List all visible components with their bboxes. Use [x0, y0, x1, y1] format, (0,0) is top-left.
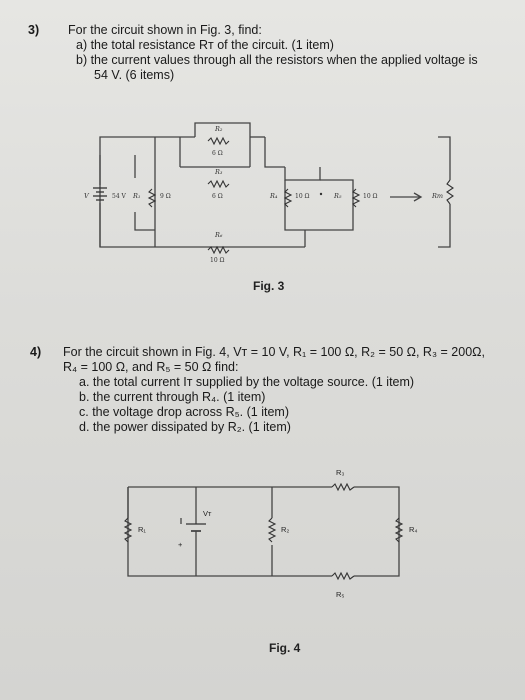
- question-4-part-d: d. the power dissipated by R₂. (1 item): [79, 420, 291, 434]
- resistor-r6-symbol: [207, 245, 230, 255]
- fig4-r3-label: R₃: [336, 468, 344, 477]
- fig3-r3-value: 6 Ω: [212, 193, 223, 200]
- fig4-r1-label: R₁: [138, 525, 146, 534]
- figure-4-caption: Fig. 4: [269, 641, 301, 655]
- fig3-r4-label: R₄: [269, 192, 278, 200]
- fig4-plus-sign: +: [178, 540, 183, 549]
- fig3-source-label: 54 V: [112, 193, 127, 200]
- resistor-r4-symbol: [283, 188, 293, 208]
- question-3-part-b-line1: b) the current values through all the re…: [76, 53, 478, 67]
- fig3-r5-value: 10 Ω: [363, 193, 378, 200]
- question-4-number: 4): [30, 345, 42, 359]
- question-4-part-c: c. the voltage drop across R₅. (1 item): [79, 405, 289, 419]
- fig4-resistor-r1-symbol: [123, 517, 133, 543]
- resistor-r1-symbol: [147, 188, 157, 208]
- fig3-v-label: V: [84, 192, 90, 200]
- fig3-r1-label: R₁: [132, 192, 141, 200]
- fig3-r4-value: 10 Ω: [295, 193, 310, 200]
- fig3-r3-label: R₃: [214, 168, 223, 176]
- question-3-intro: For the circuit shown in Fig. 3, find:: [68, 23, 262, 37]
- fig4-r4-label: R₄: [409, 525, 417, 534]
- fig4-resistor-r3-symbol: [331, 482, 355, 492]
- fig3-r2-label: R₂: [214, 125, 223, 133]
- fig4-resistor-r5-symbol: [331, 571, 355, 581]
- question-4-part-b: b. the current through R₄. (1 item): [79, 390, 266, 404]
- resistor-r2-symbol: [207, 136, 230, 146]
- equivalent-arrow-icon: [413, 192, 423, 202]
- question-3-number: 3): [28, 23, 40, 37]
- fig3-r2-value: 6 Ω: [212, 150, 223, 157]
- fig4-vt-label: Vт: [203, 509, 212, 518]
- fig4-resistor-r2-symbol: [267, 517, 277, 543]
- fig3-r6-label: R₆: [214, 231, 223, 239]
- resistor-r5-symbol: [351, 188, 361, 208]
- fig3-r6-value: 10 Ω: [210, 257, 225, 264]
- question-3-part-a: a) the total resistance Rт of the circui…: [76, 38, 334, 52]
- fig3-r1-value: 9 Ω: [160, 193, 171, 200]
- fig3-rt-label: Rт: [431, 192, 443, 200]
- resistor-rt-symbol: [446, 179, 454, 205]
- question-4-intro-line2: R₄ = 100 Ω, and R₅ = 50 Ω find:: [63, 360, 239, 374]
- question-3-part-b-line2: 54 V. (6 items): [94, 68, 175, 82]
- fig4-resistor-r4-symbol: [394, 517, 404, 543]
- fig4-r2-label: R₂: [281, 525, 289, 534]
- resistor-r3-symbol: [207, 179, 230, 189]
- figure-3-caption: Fig. 3: [253, 279, 285, 293]
- question-4-intro-line1: For the circuit shown in Fig. 4, Vт = 10…: [63, 345, 485, 359]
- question-4-part-a: a. the total current Iт supplied by the …: [79, 375, 415, 389]
- fig4-r5-label: R₅: [336, 590, 344, 599]
- fig3-r5-label: R₅: [333, 192, 342, 200]
